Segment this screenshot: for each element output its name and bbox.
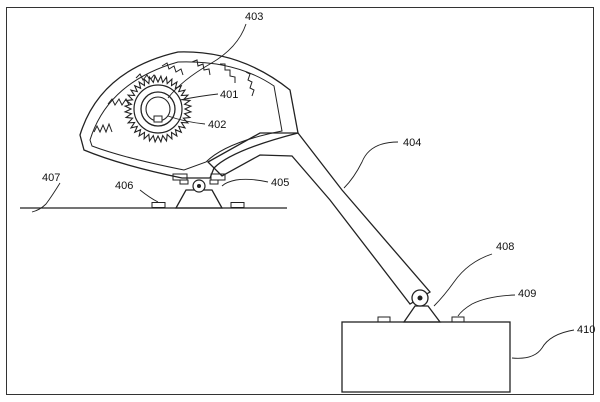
leader-405: [221, 178, 269, 187]
label-403: 403: [245, 11, 263, 23]
upper-pivot-bracket: [174, 189, 224, 209]
label-407: 407: [42, 172, 60, 184]
ground-pad-left: [151, 202, 166, 208]
housing-pad-right-small: [209, 179, 219, 185]
label-406: 406: [115, 180, 133, 192]
lower-pivot-bracket: [402, 305, 442, 323]
lower-pivot-center: [417, 295, 423, 301]
label-408: 408: [496, 241, 514, 253]
leader-401: [179, 93, 219, 101]
base-pad-left: [377, 316, 391, 323]
label-401: 401: [220, 89, 238, 101]
shaft-key: [153, 115, 163, 123]
label-402: 402: [208, 119, 226, 131]
leader-410: [511, 329, 575, 359]
leader-403: [167, 23, 247, 99]
leader-406: [139, 189, 159, 203]
upper-pivot-center: [197, 184, 201, 188]
housing-rack-teeth: [93, 59, 255, 134]
label-404: 404: [403, 137, 421, 149]
ground-pad-right: [230, 202, 245, 208]
label-409: 409: [518, 288, 536, 300]
leader-404: [343, 141, 399, 189]
housing-outer: [79, 51, 299, 179]
label-405: 405: [271, 177, 289, 189]
leader-407: [31, 182, 61, 213]
housing-inner: [89, 61, 283, 171]
label-410: 410: [577, 324, 595, 336]
arm: [206, 132, 431, 305]
gear-ring: [140, 91, 176, 127]
leader-408: [433, 253, 493, 307]
leader-409: [457, 294, 516, 317]
gear: [123, 74, 193, 144]
housing-pad-left-small: [179, 179, 189, 185]
base-pad-right: [451, 316, 465, 323]
figure-border: [6, 7, 594, 395]
base-block: [341, 321, 511, 393]
leader-402: [167, 115, 206, 125]
